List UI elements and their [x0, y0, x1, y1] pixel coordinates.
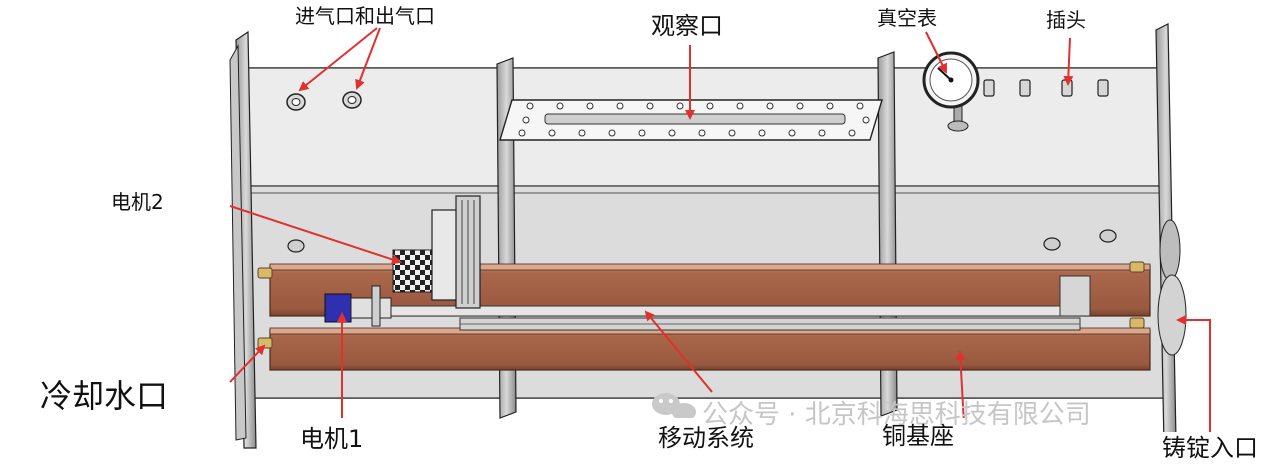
- arrow-gas-port-2: [355, 27, 381, 90]
- annotation-arrows: [229, 27, 1211, 438]
- label-moving-system: 移动系统: [658, 424, 754, 452]
- label-window: 观察口: [651, 12, 723, 40]
- wechat-icon: [652, 393, 696, 421]
- arrow-motor-2: [229, 205, 402, 265]
- label-motor-2: 电机2: [111, 190, 164, 214]
- label-bg-ingot: [1158, 432, 1280, 462]
- label-copper-base: 铜基座: [882, 422, 954, 450]
- arrow-gas-port-1: [298, 27, 378, 92]
- arrow-ingot-entry: [1176, 315, 1211, 438]
- motor-2: [392, 195, 481, 309]
- label-bg-moving: [622, 418, 790, 462]
- arrow-moving-system: [644, 310, 713, 393]
- arrow-vacuum-gauge: [925, 31, 947, 74]
- observation-window: [499, 99, 883, 141]
- copper-base-lower: [269, 327, 1151, 371]
- left-flange: [229, 30, 257, 449]
- watermark-text: 公众号 · 北京科海思科技有限公司: [702, 400, 1091, 430]
- arrow-plug: [1063, 37, 1074, 86]
- label-bg-motor1: [282, 418, 390, 462]
- label-cooling-water: 冷却水口: [40, 377, 169, 415]
- gas-port-2: [342, 91, 362, 109]
- label-plug: 插头: [1046, 8, 1086, 32]
- inner-bolts: [287, 229, 1117, 253]
- cooling-fittings: [257, 261, 1145, 349]
- label-bg-copper: [872, 418, 982, 462]
- label-motor-1: 电机1: [300, 425, 364, 453]
- arrow-cooling-water: [229, 344, 266, 383]
- motor-1: [324, 285, 392, 327]
- arrow-copper-base: [955, 350, 966, 425]
- gas-port-1: [286, 93, 306, 111]
- label-ingot-entry: 铸锭入口: [1162, 434, 1258, 462]
- right-flange: [1155, 23, 1187, 447]
- label-vacuum-gauge: 真空表: [877, 6, 937, 30]
- label-inlet-outlet: 进气口和出气口: [295, 4, 435, 28]
